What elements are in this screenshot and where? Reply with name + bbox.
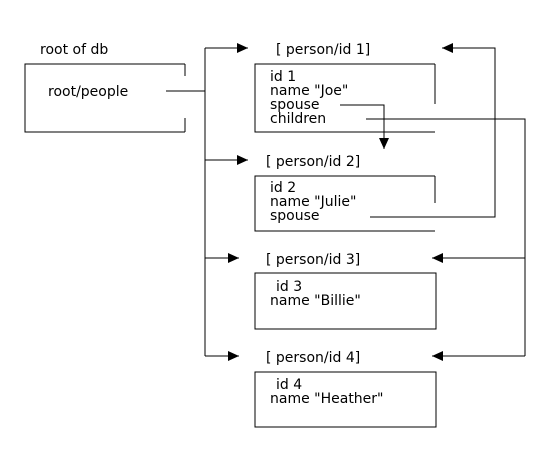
record-person-4: [ person/id 4] id 4 name "Heather": [254, 350, 437, 428]
record-line: id 2: [270, 180, 296, 196]
record-title: [ person/id 3]: [266, 252, 360, 268]
record-line: id 4: [276, 377, 302, 393]
record-line: id 3: [276, 279, 302, 295]
record-title: [ person/id 4]: [266, 350, 360, 366]
record-person-2: [ person/id 2] id 2 name "Julie" spouse: [254, 154, 436, 232]
record-line: spouse: [270, 208, 320, 224]
record-title: [ person/id 2]: [266, 154, 360, 170]
record-line: spouse: [270, 97, 320, 113]
record-line: name "Joe": [270, 83, 348, 99]
record-title: [ person/id 1]: [276, 42, 370, 58]
children-connector: [366, 118, 526, 361]
record-line: id 1: [270, 69, 296, 85]
record-line: name "Heather": [270, 391, 383, 407]
root-box: [24, 63, 186, 133]
spouse-arrow-joe-to-julie: [340, 104, 389, 149]
root-label: root/people: [48, 84, 128, 100]
root-fanout-connector: [166, 43, 248, 361]
record-line: name "Julie": [270, 194, 356, 210]
root-caption: root of db: [40, 42, 108, 58]
record-person-1: [ person/id 1] id 1 name "Joe" spouse ch…: [254, 42, 436, 133]
record-person-3: [ person/id 3] id 3 name "Billie": [254, 252, 437, 330]
spouse-arrow-julie-to-joe: [370, 43, 496, 218]
record-line: name "Billie": [270, 293, 361, 309]
record-line: children: [270, 111, 326, 127]
